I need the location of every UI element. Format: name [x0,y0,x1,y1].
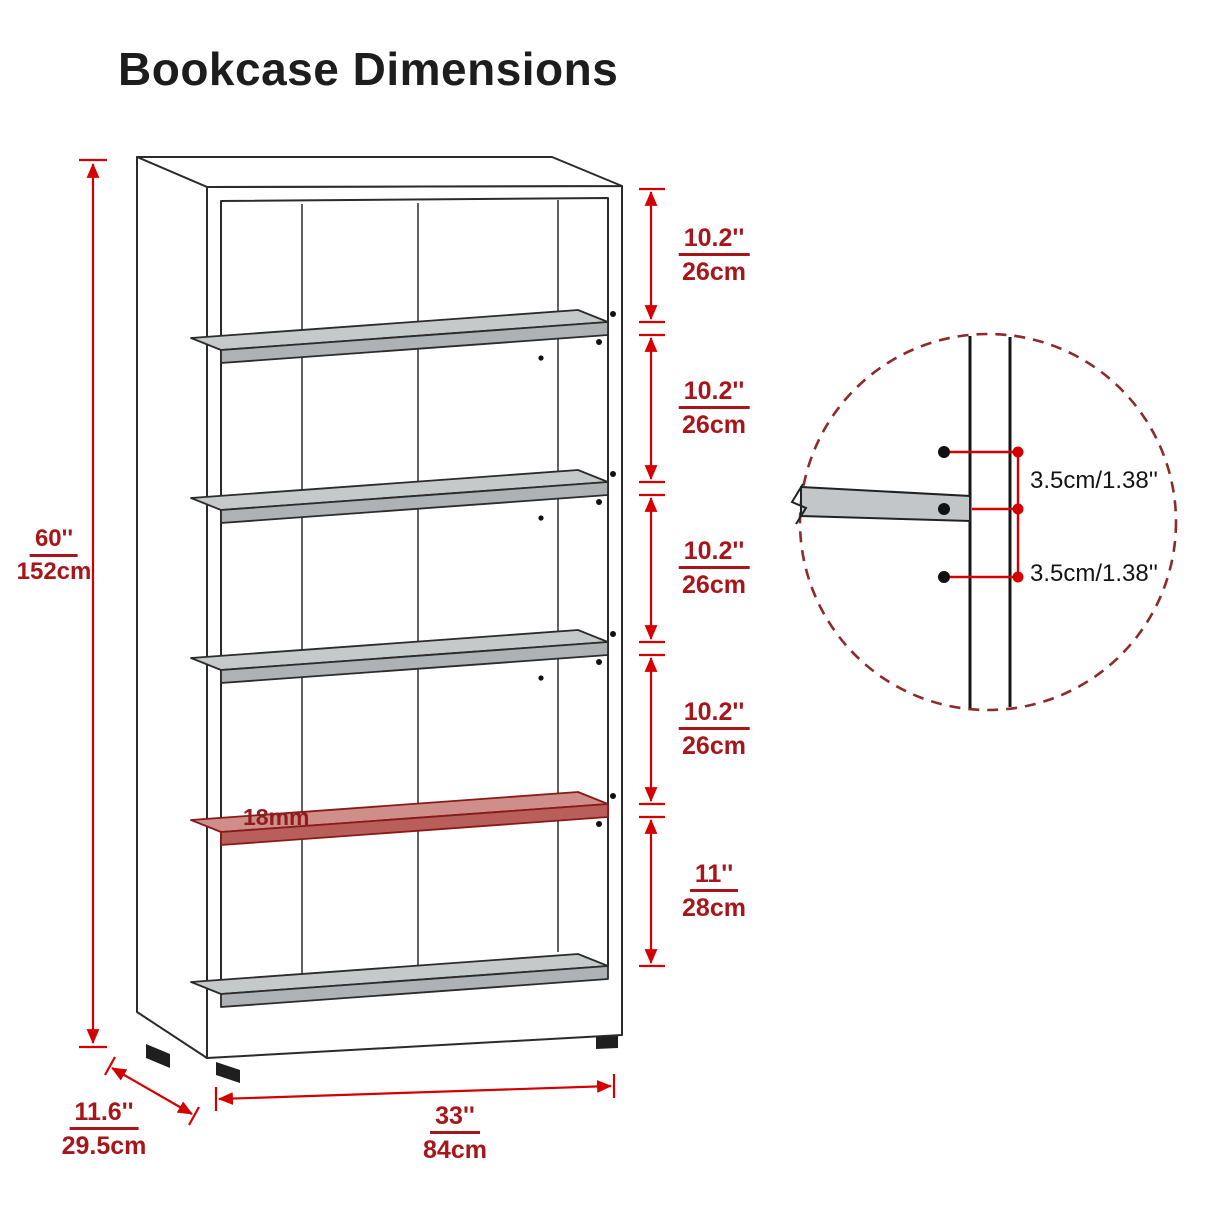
detail-hole-spacing-bottom-label: 3.5cm/1.38'' [1030,560,1158,587]
detail-shelf [790,483,971,525]
gap-1-cm: 26cm [682,258,746,286]
gap-2-cm: 26cm [682,411,746,439]
width-dimension-arrow [214,1074,616,1111]
detail-view [790,332,1178,712]
height-inches: 60'' [29,525,79,557]
width-dimension-label: 33'' 84cm [423,1102,487,1164]
shelf-pin-holes [538,311,616,827]
detail-hole-spacing-dots [1012,446,1024,583]
shelf-2 [190,469,609,524]
gap-4-cm: 26cm [682,732,746,760]
shelf-thickness-label: 18mm [243,804,310,830]
detail-circle [798,332,1178,712]
bookcase-top-face [136,156,623,188]
shelf-gap-label-5: 11'' 28cm [682,860,746,922]
depth-dimension-arrow [104,1056,200,1126]
shelf-gap-label-1: 10.2'' 26cm [678,224,750,286]
detail-pin-holes [938,446,950,583]
depth-cm: 29.5cm [61,1132,147,1160]
gap-5-cm: 28cm [682,894,746,922]
shelf-gap-label-2: 10.2'' 26cm [678,377,750,439]
detail-hole-spacing-top-label: 3.5cm/1.38'' [1030,467,1158,494]
height-dimension-arrow [79,158,107,1049]
gap-4-inches: 10.2'' [678,698,750,730]
bookcase-feet [146,1036,618,1083]
dimension-lines [79,158,665,1126]
depth-dimension-label: 11.6'' 29.5cm [62,1098,147,1160]
shelf-gap-dimension-arrows [639,187,665,968]
bookcase-inner-opening [220,197,609,994]
height-dimension-label: 60'' 152cm [16,525,92,586]
bookcase-drawing [136,156,623,1083]
bookcase-left-side [136,156,208,1059]
shelf-3 [190,629,609,684]
gap-1-inches: 10.2'' [678,224,750,256]
height-cm: 152cm [16,557,92,585]
detail-side-panel [968,336,1012,708]
bottom-board [190,953,609,1008]
page-title: Bookcase Dimensions [118,43,619,95]
width-cm: 84cm [423,1136,487,1164]
depth-inches: 11.6'' [69,1098,139,1130]
gap-2-inches: 10.2'' [678,377,750,409]
gap-3-inches: 10.2'' [678,537,750,569]
gap-3-cm: 26cm [682,571,746,599]
highlighted-shelf [190,791,609,846]
shelf-1 [190,309,609,364]
shelf-gap-label-4: 10.2'' 26cm [678,698,750,760]
shelf-gap-label-3: 10.2'' 26cm [678,537,750,599]
width-inches: 33'' [430,1102,480,1134]
gap-5-inches: 11'' [689,860,739,892]
